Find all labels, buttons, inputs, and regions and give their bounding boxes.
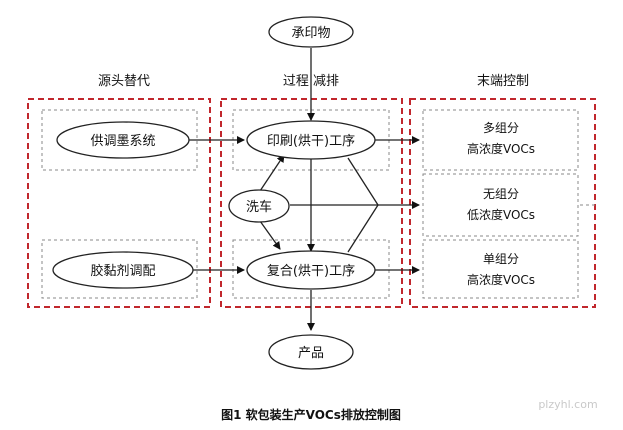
washing-label: 洗车 bbox=[246, 199, 272, 215]
single-high-box bbox=[422, 239, 579, 299]
printing-label: 印刷(烘干)工序 bbox=[267, 134, 355, 149]
watermark-text: plzyhl.com bbox=[538, 398, 597, 411]
none-component-label: 无组分 bbox=[483, 187, 519, 201]
printing-node bbox=[246, 120, 376, 160]
laminating-node bbox=[246, 250, 376, 290]
single-component-label: 单组分 bbox=[483, 252, 519, 266]
source-section-box bbox=[27, 98, 211, 308]
substrate-label: 承印物 bbox=[291, 26, 330, 41]
end-section-box bbox=[409, 98, 596, 308]
product-label: 产品 bbox=[298, 346, 324, 361]
line-laminating-to-merge bbox=[347, 204, 379, 253]
multi-high-voc-label: 高浓度VOCs bbox=[467, 141, 535, 156]
adhesive-node bbox=[52, 251, 194, 289]
header-source: 源头替代 bbox=[98, 74, 150, 89]
arrow-washing-to-laminating bbox=[259, 220, 281, 250]
substrate-node bbox=[268, 16, 354, 48]
multi-high-box bbox=[422, 109, 579, 171]
product-node bbox=[268, 334, 354, 370]
none-low-box bbox=[422, 173, 579, 237]
adhesive-row-box bbox=[41, 239, 198, 299]
none-low-voc-label: 低浓度VOCs bbox=[467, 207, 535, 222]
line-printing-to-merge bbox=[347, 157, 379, 206]
ink-supply-label: 供调墨系统 bbox=[90, 134, 155, 149]
single-high-voc-label: 高浓度VOCs bbox=[467, 272, 535, 287]
adhesive-label: 胶黏剂调配 bbox=[90, 263, 155, 279]
header-end: 末端控制 bbox=[477, 74, 529, 89]
ink-supply-node bbox=[56, 121, 190, 159]
washing-node bbox=[228, 189, 290, 223]
figure-caption: 图1 软包装生产VOCs排放控制图 bbox=[221, 407, 401, 422]
laminating-label: 复合(烘干)工序 bbox=[267, 264, 355, 279]
arrow-washing-to-printing bbox=[259, 154, 285, 192]
multi-component-label: 多组分 bbox=[483, 121, 519, 135]
